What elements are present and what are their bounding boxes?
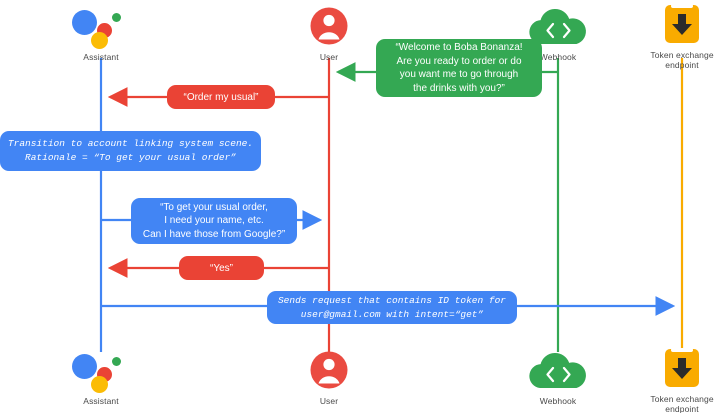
download-box-icon xyxy=(627,346,725,392)
message-bubble-sends-request: Sends request that contains ID token for… xyxy=(267,291,517,324)
message-bubble-welcome: “Welcome to Boba Bonanza! Are you ready … xyxy=(376,39,542,97)
message-text-order-my-usual: “Order my usual” xyxy=(183,91,259,103)
download-box-icon xyxy=(627,2,725,48)
message-bubble-yes: “Yes” xyxy=(179,256,264,280)
actor-label-token: Token exchange endpoint xyxy=(650,394,714,413)
message-bubble-transition-note: Transition to account linking system sce… xyxy=(0,131,261,171)
message-text-yes: “Yes” xyxy=(210,262,233,274)
actor-label-webhook: Webhook xyxy=(539,52,577,62)
cloud-code-icon xyxy=(503,348,613,394)
actor-assistant-top: Assistant xyxy=(46,4,156,62)
message-text-need-your-name: “To get your usual order, I need your na… xyxy=(142,201,286,240)
actor-token-top: Token exchange endpoint xyxy=(627,2,725,70)
actor-user-top: User xyxy=(274,4,384,62)
message-text-transition-note: Transition to account linking system sce… xyxy=(7,138,254,163)
google-assistant-dots-icon xyxy=(46,4,156,50)
actor-label-webhook: Webhook xyxy=(539,396,577,406)
actor-webhook-bottom: Webhook xyxy=(503,348,613,406)
message-text-welcome: “Welcome to Boba Bonanza! Are you ready … xyxy=(395,42,523,94)
actor-label-user: User xyxy=(319,52,339,62)
actor-webhook-top: Webhook xyxy=(503,4,613,62)
cloud-code-icon xyxy=(503,4,613,50)
google-assistant-dots-icon xyxy=(46,348,156,394)
actor-assistant-bottom: Assistant xyxy=(46,348,156,406)
actor-label-token: Token exchange endpoint xyxy=(650,50,714,70)
actor-label-assistant: Assistant xyxy=(83,52,119,62)
message-text-sends-request: Sends request that contains ID token for… xyxy=(277,295,507,320)
actor-token-bottom: Token exchange endpoint xyxy=(627,346,725,413)
user-avatar-icon xyxy=(274,4,384,50)
user-avatar-icon xyxy=(274,348,384,394)
message-bubble-need-your-name: “To get your usual order, I need your na… xyxy=(131,198,297,244)
actor-label-assistant: Assistant xyxy=(83,396,119,406)
actor-user-bottom: User xyxy=(274,348,384,406)
actor-label-user: User xyxy=(319,396,339,406)
message-bubble-order-my-usual: “Order my usual” xyxy=(167,85,275,109)
